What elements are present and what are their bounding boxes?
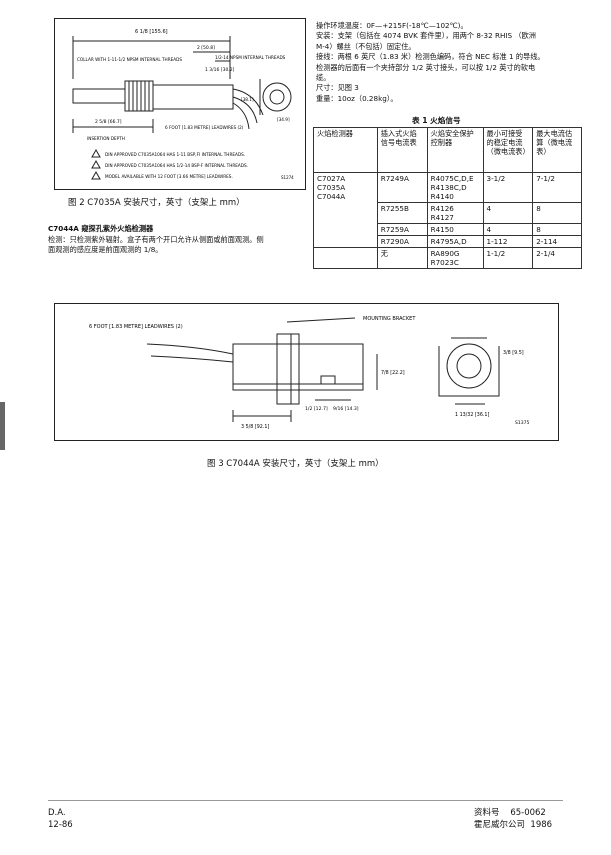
figure-3-drawing: 6 FOOT [1.83 METRE] LEADWIRES (2) MOUNTI…: [89, 316, 529, 430]
spec-line-1: 操作环境温度：0F—+215F(-18℃—102℃)。: [316, 21, 468, 30]
c7044-title: C7044A 窥探孔紫外火焰检测器: [48, 224, 154, 233]
detector-name: C7027A: [317, 174, 346, 183]
spec-line-4: 接线：两根 6 英尺（1.83 米）检测色编码，符合 NEC 标准 1 的导线。: [316, 52, 545, 62]
specs-text: 操作环境温度：0F—+215F(-18℃—102℃)。 安装：支架（包括在 40…: [316, 21, 545, 104]
fig3-dim-radius: 3/8 [9.5]: [503, 350, 524, 356]
table-header: 最小可接受的稳定电流（微电流表）: [482, 127, 534, 173]
controller-name: R4075C,D,E: [430, 174, 474, 183]
table-row: 无 RA890G R7023C 1-1/2 2-1/4: [313, 247, 582, 269]
controller-name: R4150: [430, 225, 454, 234]
table-header: 插入式火焰信号电流表: [376, 127, 428, 173]
table-header: 最大电流估算（微电流表）: [532, 127, 582, 173]
controller-cell: R4795A,D: [426, 235, 484, 248]
max-current-cell: 8: [532, 202, 582, 224]
spec-line-2: 安装：支架（包括在 4074 BVK 套件里），用两个 8-32 RHIS （欧…: [316, 31, 536, 41]
footer-left: D.A. 12-86: [48, 807, 73, 831]
spec-line-7: 尺寸：见图 3: [316, 83, 359, 93]
max-current-cell: 2-114: [532, 235, 582, 248]
fig3-dim-a: 1/2 [12.7]: [305, 406, 328, 412]
footer-doc-code: D.A.: [48, 808, 66, 818]
fig2-dim-right: [34.9]: [277, 117, 290, 122]
controller-cell: R4075C,D,E R4138C,D R4140: [426, 172, 484, 203]
fig2-dim-bottom: 2 5/8 [66.7]: [95, 119, 122, 125]
table-header: 火焰检测器: [313, 127, 378, 173]
fig2-insertion-label: INSERTION DEPTH: [87, 136, 125, 141]
c7044-line-2: 面观测的感应度是前面观测的 1/8。: [48, 245, 163, 255]
controller-cell: R4126 R4127: [426, 202, 484, 224]
meter-cell: R7259A: [376, 223, 428, 236]
controller-cell: RA890G R7023C: [426, 247, 484, 269]
figure-2: 6 1/8 [155.6] 2 [50.8] 1 3/16 [30.2] COL…: [54, 18, 306, 190]
controller-name: R4126: [430, 204, 454, 213]
max-current-cell: 2-1/4: [532, 247, 582, 269]
footer-right: 资料号 65-0062 霍尼威尔公司 1986: [474, 807, 552, 831]
fig3-dim-length: 3 5/8 [92.1]: [241, 424, 269, 430]
controller-name: R4138C,D: [430, 183, 467, 192]
fig2-note-3: MODEL AVAILABLE WITH 12 FOOT [3.66 METRE…: [105, 174, 233, 179]
fig3-dim-c: 1 13/32 [36.1]: [455, 412, 489, 418]
controller-name: RA890G: [430, 249, 460, 258]
fig3-bracket-label: MOUNTING BRACKET: [363, 316, 416, 322]
spec-line-5: 检测器的后面有一个夹持部分 1/2 英寸接头，可以按 1/2 英寸的软电: [316, 62, 536, 72]
fig2-note-2: DIN APPROVED C7035A1064 HAS 1/2-14 BSP-F…: [105, 163, 248, 168]
fig3-dim-b: 9/16 [14.3]: [333, 406, 359, 412]
detector-cell: C7027A C7035A C7044A: [313, 172, 378, 248]
controller-name: R7023C: [430, 258, 459, 267]
min-current-cell: 4: [482, 223, 534, 236]
table-header: 火焰安全保护控制器: [426, 127, 484, 173]
footer-rule: [48, 800, 563, 801]
controller-name: R4795A,D: [430, 237, 467, 246]
fig2-collar-label: COLLAR WITH 1-11-1/2 NPSM INTERNAL THREA…: [77, 57, 182, 62]
fig2-code: S1274: [281, 175, 294, 180]
controller-name: R4140: [430, 192, 454, 201]
detector-cell-empty: [313, 247, 378, 269]
fig2-dim-top: 6 1/8 [155.6]: [135, 29, 168, 35]
detector-name: C7044A: [317, 192, 346, 201]
figure-2-drawing: 6 1/8 [155.6] 2 [50.8] 1 3/16 [30.2] COL…: [72, 29, 294, 180]
footer-company: 霍尼威尔公司: [474, 820, 526, 830]
fig2-dim-side: [38.1]: [241, 97, 254, 102]
page-edge-marker: [0, 402, 5, 450]
meter-cell: R7249A: [376, 172, 428, 203]
spec-line-8: 重量：10oz（0.28kg）。: [316, 93, 398, 103]
spec-line-3: M-4）螺丝（不包括）固定住。: [316, 41, 416, 51]
figure-2-caption: 图 2 C7035A 安装尺寸，英寸（支架上 mm）: [68, 198, 245, 208]
controller-name: R4127: [430, 213, 454, 222]
fig3-code: S1375: [515, 420, 529, 426]
fig2-threads-label: 1/2-14 NPSM INTERNAL THREADS: [215, 55, 286, 60]
max-current-cell: 7-1/2: [532, 172, 582, 203]
min-current-cell: 3-1/2: [482, 172, 534, 203]
min-current-cell: 1-1/2: [482, 247, 534, 269]
footer-year: 1986: [530, 820, 553, 830]
spec-line-6: 缆。: [316, 73, 331, 83]
table-row: C7027A C7035A C7044A R7249A R4075C,D,E R…: [313, 172, 582, 248]
fig2-dim-frac: 1 3/16 [30.2]: [205, 67, 235, 73]
fig3-leadwires-label: 6 FOOT [1.83 METRE] LEADWIRES (2): [89, 324, 183, 330]
meter-cell: R7290A: [376, 235, 428, 248]
flame-signal-table: 火焰检测器 插入式火焰信号电流表 火焰安全保护控制器 最小可接受的稳定电流（微电…: [313, 127, 582, 269]
c7044-line-1: 检测：只检测紫外辐射。盒子有两个开口允许从侧面或前面观测。侧: [48, 235, 264, 244]
detector-name: C7035A: [317, 183, 346, 192]
fig3-dim-height: 7/8 [22.2]: [381, 370, 405, 376]
c7044-description: 检测：只检测紫外辐射。盒子有两个开口允许从侧面或前面观测。侧 面观测的感应度是前…: [48, 235, 264, 256]
fig2-note-1: DIN APPROVED C7035A1064 HAS 1-11 BSP,FI …: [105, 152, 245, 157]
footer-docno: 65-0062: [510, 808, 546, 818]
table-1-title: 表 1 火焰信号: [412, 116, 461, 125]
min-current-cell: 1-112: [482, 235, 534, 248]
min-current-cell: 4: [482, 202, 534, 224]
table-header-row: 火焰检测器 插入式火焰信号电流表 火焰安全保护控制器 最小可接受的稳定电流（微电…: [313, 127, 582, 173]
max-current-cell: 8: [532, 223, 582, 236]
fig2-dim-2: 2 [50.8]: [197, 45, 215, 51]
meter-cell: R7255B: [376, 202, 428, 224]
footer-docno-label: 资料号: [474, 808, 500, 818]
fig2-leadwires-label: 6 FOOT [1.83 METRE] LEADWIRES (2): [165, 125, 244, 130]
figure-3-caption: 图 3 C7044A 安装尺寸，英寸（支架上 mm）: [207, 459, 384, 469]
footer-date: 12-86: [48, 820, 73, 830]
figure-3: 6 FOOT [1.83 METRE] LEADWIRES (2) MOUNTI…: [54, 303, 559, 441]
controller-cell: R4150: [426, 223, 484, 236]
meter-cell: 无: [376, 247, 428, 269]
